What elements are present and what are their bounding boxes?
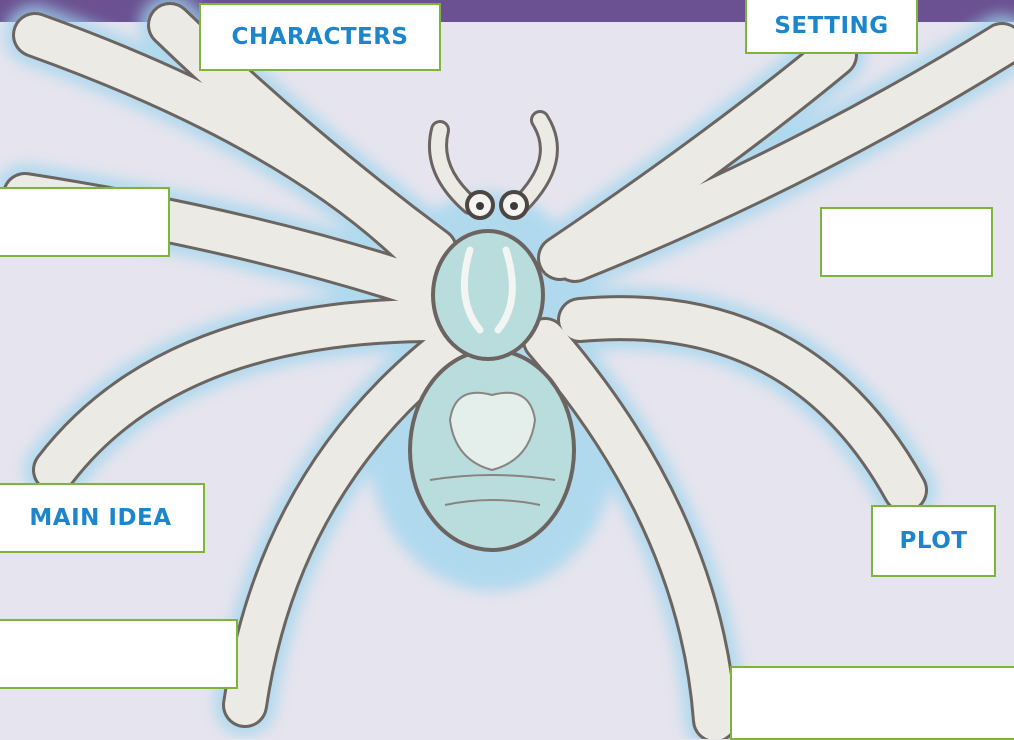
answer-box-right-lower[interactable] [730, 666, 1014, 740]
main-idea-label: MAIN IDEA [0, 483, 205, 553]
characters-label: CHARACTERS [199, 3, 441, 71]
answer-box-left-upper[interactable] [0, 187, 170, 257]
answer-box-right-upper[interactable] [820, 207, 993, 277]
setting-label: SETTING [745, 0, 918, 54]
spider-cephalothorax [433, 231, 543, 359]
answer-box-left-lower[interactable] [0, 619, 238, 689]
plot-label: PLOT [871, 505, 996, 577]
